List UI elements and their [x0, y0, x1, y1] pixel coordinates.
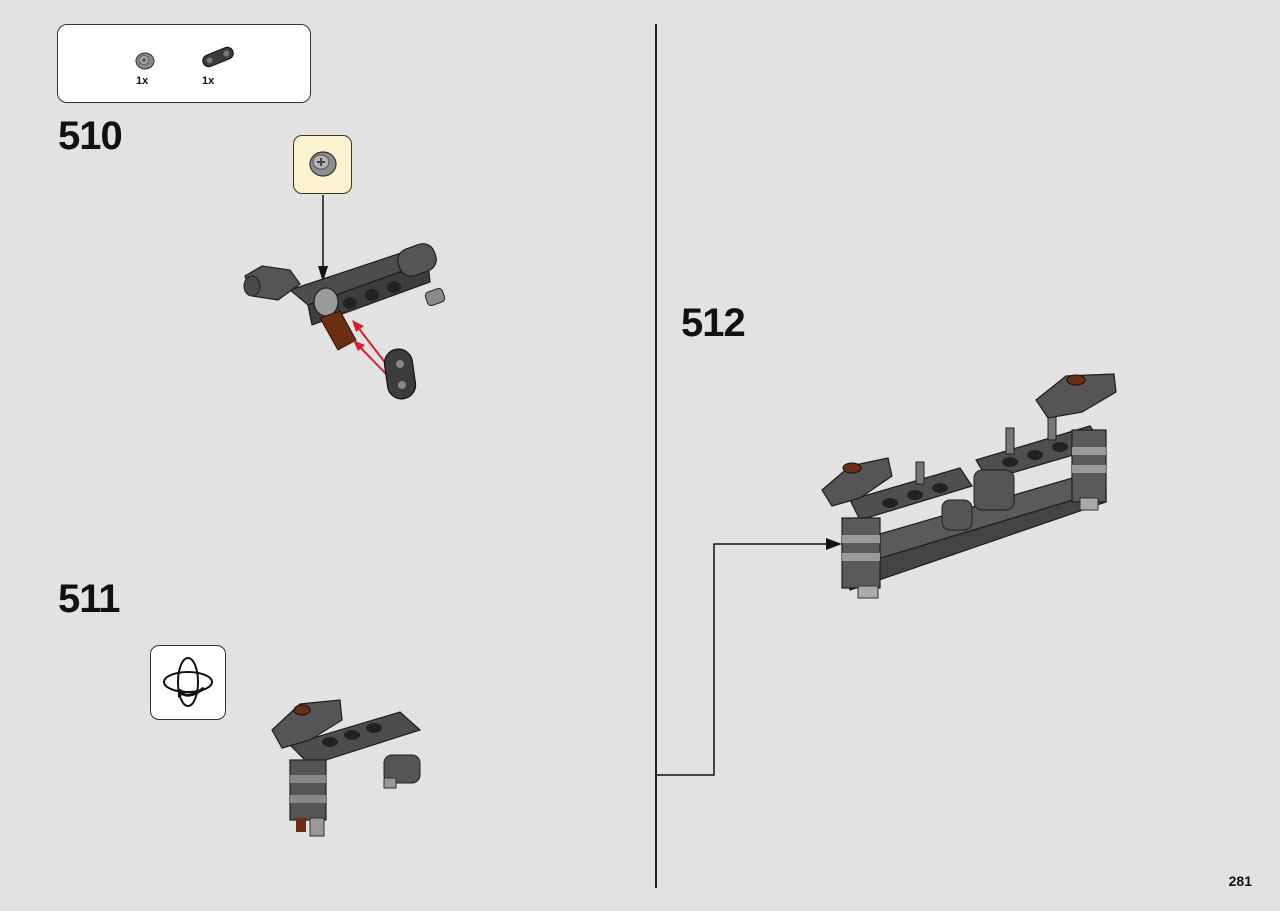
step-number-511: 511: [58, 577, 121, 621]
rotate-icon: [163, 657, 213, 707]
bush-icon: [309, 151, 337, 177]
rotate-model-box: [150, 645, 226, 720]
bush-icon: [135, 52, 155, 70]
page-number: 281: [1228, 873, 1252, 889]
part-qty-2: 1x: [202, 75, 215, 87]
part-qty-1: 1x: [136, 75, 149, 87]
page-divider: [655, 24, 657, 888]
step-number-512: 512: [681, 301, 746, 345]
beam-2-icon: [202, 46, 234, 68]
part-callout: [293, 135, 352, 194]
step-number-510: 510: [58, 114, 123, 158]
parts-list-box: 1x 1x: [57, 24, 311, 103]
